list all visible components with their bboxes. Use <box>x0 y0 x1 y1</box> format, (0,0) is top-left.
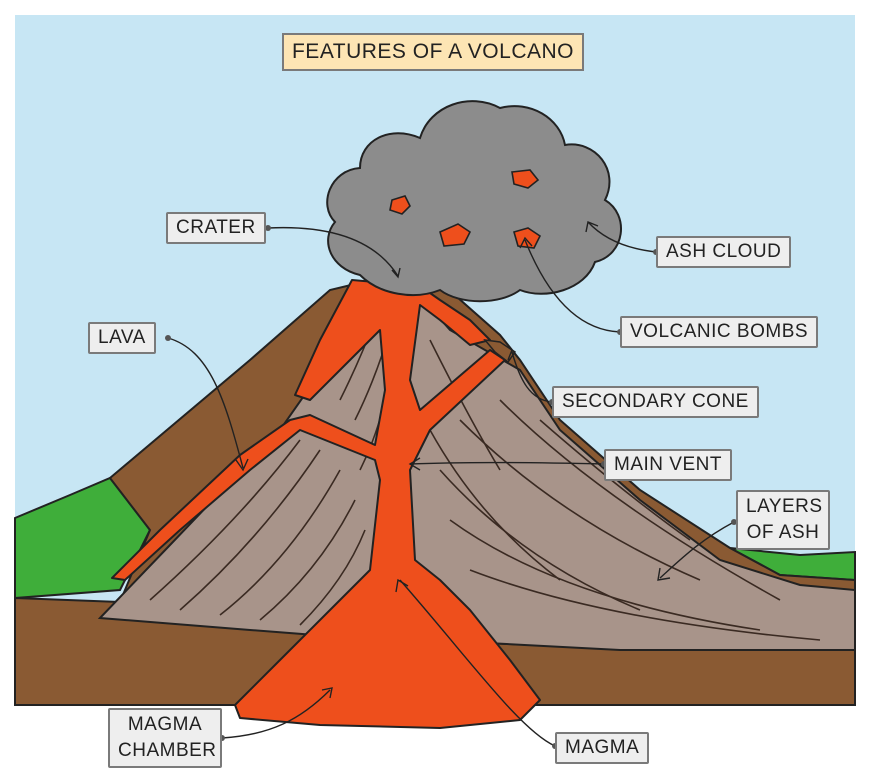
label-crater: CRATER <box>166 212 266 244</box>
label-secondary-cone: SECONDARY CONE <box>552 386 759 418</box>
label-layers-of-ash-line1: LAYERS <box>746 496 823 517</box>
ash-layer-lines <box>149 319 821 641</box>
diagram-title: FEATURES OF A VOLCANO <box>282 33 584 71</box>
secondary-cone <box>483 339 517 364</box>
label-magma-chamber-line1: MAGMA <box>127 714 203 735</box>
label-magma-chamber: MAGMA CHAMBER <box>108 708 222 768</box>
label-ash-cloud: ASH CLOUD <box>656 236 792 268</box>
ash-cloud <box>326 100 622 303</box>
label-main-vent: MAIN VENT <box>604 449 732 481</box>
label-lava: LAVA <box>88 322 156 354</box>
leader-lines <box>167 221 735 747</box>
label-magma: MAGMA <box>555 732 650 764</box>
label-magma-chamber-line2: CHAMBER <box>118 740 217 761</box>
label-layers-of-ash-line2: OF ASH <box>746 522 820 543</box>
lava-flows <box>111 279 541 729</box>
arrow-heads <box>235 221 671 699</box>
volcanic-bombs <box>389 169 542 249</box>
label-layers-of-ash: LAYERS OF ASH <box>736 490 830 550</box>
label-volcanic-bombs: VOLCANIC BOMBS <box>620 316 819 348</box>
